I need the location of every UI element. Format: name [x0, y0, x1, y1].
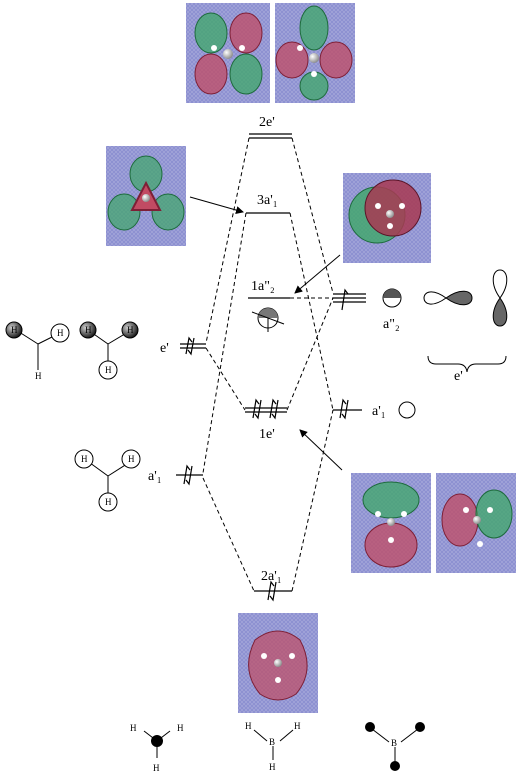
orbital-panel-3a1 — [106, 146, 186, 246]
boron-py-sketch — [492, 269, 508, 327]
central-pz-sketch — [251, 307, 285, 332]
label-h3-e: e' — [160, 341, 169, 356]
orbital-panel-2a1 — [238, 613, 318, 713]
label-2e: 2e' — [259, 115, 275, 130]
label-b-e: e' — [454, 369, 463, 384]
bh3-letter-b: B — [269, 737, 275, 747]
label-b-a1: a'₁ — [372, 404, 386, 419]
orbital-panel-1a2 — [343, 173, 431, 263]
h3-a1-h2: H — [128, 454, 135, 464]
e-prime-brace — [427, 355, 507, 373]
label-1e: 1e' — [259, 427, 275, 442]
orbital-panel-2e-b — [275, 3, 355, 103]
label-b-a2: a"₂ — [383, 317, 400, 332]
electrons — [183, 288, 349, 602]
label-3a1: 3a'₁ — [257, 193, 278, 208]
level-labels: 2e' 3a'₁ 1a"₂ 1e' 2a'₁ e' a'₁ a"₂ e' a'₁ — [148, 115, 463, 584]
h3-a1-h1: H — [81, 454, 88, 464]
boron-s-sketch — [398, 401, 416, 419]
h3-e1-h1: H — [11, 325, 18, 335]
orbital-panel-1e-a — [351, 473, 431, 573]
h3-a1-sketch: H H H — [74, 449, 141, 512]
bh3-letter-h2: H — [294, 721, 301, 731]
h3-e2-h3: H — [105, 365, 112, 375]
label-h3-a1: a'₁ — [148, 469, 162, 484]
h3-e-sketch-2: H H H — [79, 321, 139, 380]
label-2a1: 2a'₁ — [261, 569, 282, 584]
boron-pz-sketch — [382, 288, 402, 308]
mo-levels — [176, 133, 366, 592]
bh3-blob-h1: H — [130, 723, 137, 733]
orbital-panel-2e-a — [186, 3, 270, 103]
pointer-arrows — [189, 196, 343, 471]
h3-e1-h2: H — [57, 328, 64, 338]
orbital-panel-1e-b — [436, 473, 516, 573]
h3-e2-h1: H — [85, 325, 92, 335]
label-1a2: 1a"₂ — [251, 279, 275, 294]
b-only-structure: B — [365, 722, 425, 771]
h3-e2-h2: H — [127, 325, 134, 335]
boron-px-sketch — [423, 290, 473, 306]
bh3-blob-structure: H H H — [130, 723, 184, 773]
h3-a1-h3: H — [105, 497, 112, 507]
bh3-letter-structure: B H H H — [245, 721, 301, 772]
bh3-letter-h3: H — [269, 762, 276, 772]
bh3-blob-h2: H — [177, 723, 184, 733]
h3-e1-h3: H — [35, 371, 42, 381]
bh3-blob-h3: H — [153, 763, 160, 773]
bh3-letter-h1: H — [245, 721, 252, 731]
b-only-b: B — [391, 738, 397, 748]
h3-e-sketch-1: H H H — [5, 321, 70, 381]
